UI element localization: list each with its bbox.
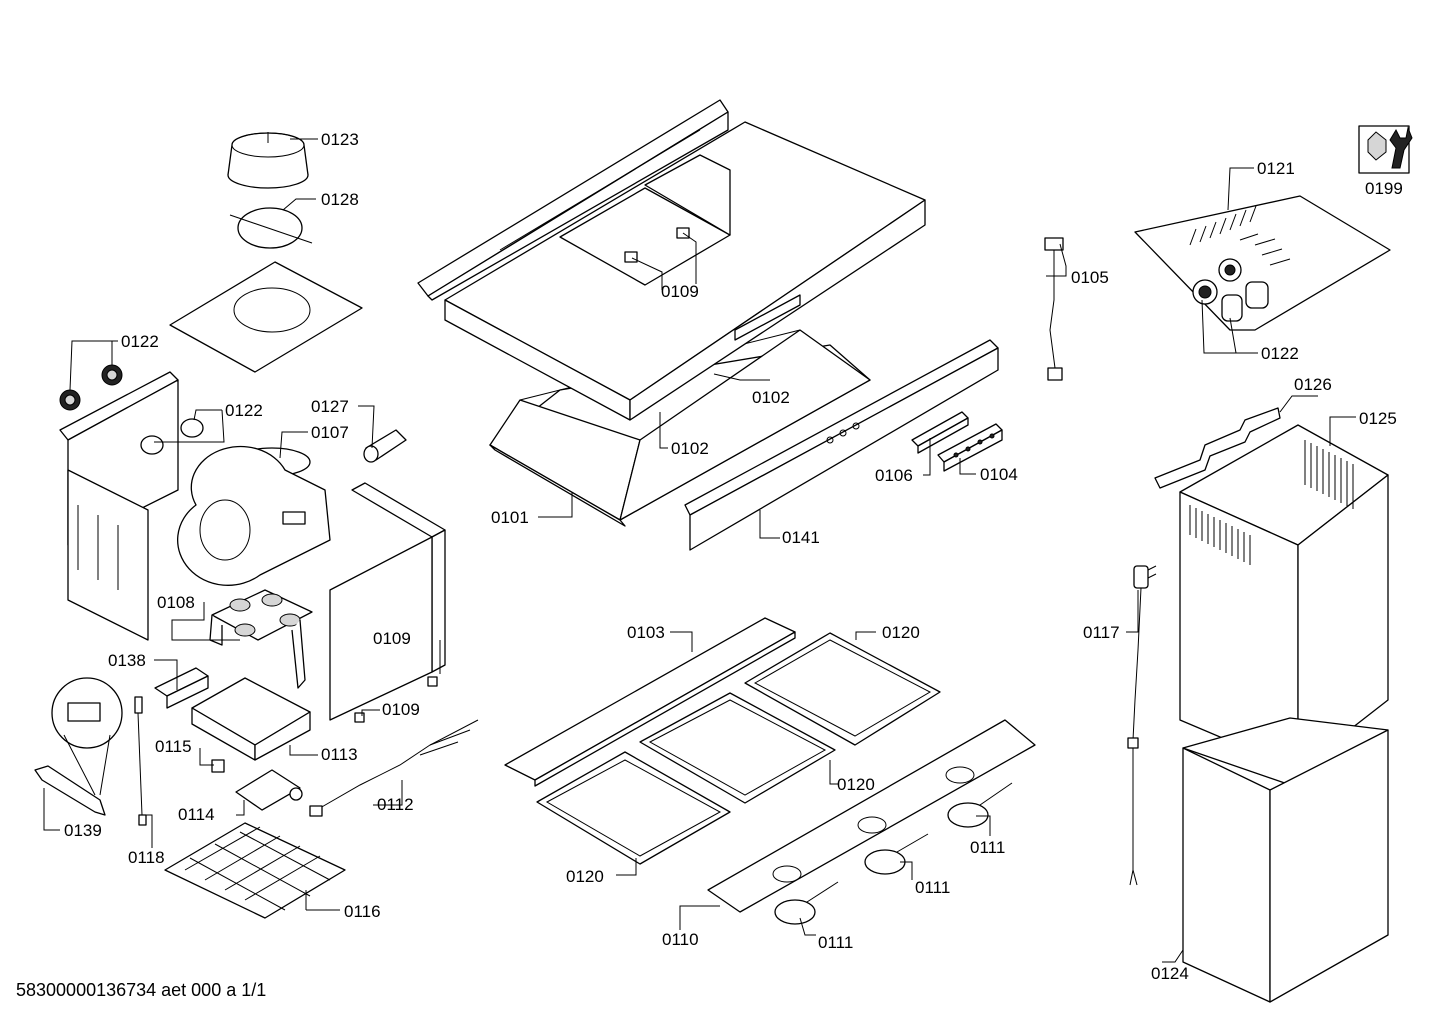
front-trim-0141 — [684, 339, 999, 551]
callout-0120: 0120 — [837, 775, 875, 794]
halogen-lamps-0111 — [774, 782, 1013, 925]
callout-0124: 0124 — [1151, 964, 1189, 983]
cable-0112 — [309, 719, 479, 817]
control-board-0114 — [235, 769, 303, 811]
switch-strips — [911, 411, 1003, 472]
callout-0107: 0107 — [311, 423, 349, 442]
callout-0141: 0141 — [782, 528, 820, 547]
callout-0122: 0122 — [121, 332, 159, 351]
callout-0114: 0114 — [178, 805, 215, 824]
callout-0103: 0103 — [627, 623, 665, 642]
callout-0111: 0111 — [970, 838, 1005, 857]
callout-0120: 0120 — [566, 867, 604, 886]
callout-0108: 0108 — [157, 593, 195, 612]
accessory-bag-0121 — [1134, 195, 1391, 331]
wire-harness-0105 — [1044, 237, 1064, 381]
power-cord-0117 — [1127, 565, 1157, 886]
callout-labels: 0123 0128 0122 0122 0127 0107 0108 0138 … — [64, 130, 1403, 983]
damper-flap-0128 — [229, 207, 313, 249]
chimney-bracket-0126 — [1154, 407, 1281, 489]
lower-chimney-0124 — [1182, 717, 1389, 1003]
knobs-0122 — [59, 364, 204, 455]
callout-0139: 0139 — [64, 821, 102, 840]
callout-0104: 0104 — [980, 465, 1018, 484]
callout-0109: 0109 — [373, 629, 411, 648]
callout-0121: 0121 — [1257, 159, 1295, 178]
callout-0102: 0102 — [752, 388, 790, 407]
callout-0106: 0106 — [875, 466, 913, 485]
callout-0126: 0126 — [1294, 375, 1332, 394]
top-plate — [169, 261, 363, 373]
callout-0125: 0125 — [1359, 409, 1397, 428]
callout-0117: 0117 — [1083, 623, 1120, 642]
capacitor-0127 — [363, 429, 407, 463]
upper-chimney-0125 — [1179, 424, 1389, 771]
callout-0116: 0116 — [344, 902, 381, 921]
callout-0199: 0199 — [1365, 179, 1403, 198]
switch-0115 — [211, 759, 225, 773]
callout-0102: 0102 — [671, 439, 709, 458]
wrench-nut-icon — [1358, 125, 1413, 174]
grease-filters-0120 — [536, 632, 941, 865]
callout-0109: 0109 — [382, 700, 420, 719]
cover-0138 — [154, 667, 209, 709]
connector-detail-0139 — [34, 677, 123, 816]
callout-0109: 0109 — [661, 282, 699, 301]
callout-0112: 0112 — [377, 795, 414, 814]
lamp-wire-0118 — [134, 696, 147, 826]
hood-top-casing — [444, 121, 926, 421]
document-footer: 58300000136734 aet 000 a 1/1 — [16, 980, 267, 1000]
callout-0118: 0118 — [128, 848, 165, 867]
fan-motor-0107 — [177, 445, 331, 586]
callout-0122: 0122 — [225, 401, 263, 420]
wall-rail — [417, 99, 729, 301]
filter-grid-0116 — [164, 822, 346, 919]
callout-0110: 0110 — [662, 930, 699, 949]
side-panel — [329, 482, 446, 723]
callout-0105: 0105 — [1071, 268, 1109, 287]
leader-lines — [43, 132, 1356, 963]
callout-0127: 0127 — [311, 397, 349, 416]
filter-rail-0103 — [504, 617, 796, 787]
duct-collar-0123 — [227, 132, 309, 189]
light-rail-0110 — [707, 719, 1036, 913]
electronics-box-0113 — [191, 677, 311, 761]
callout-0111: 0111 — [818, 933, 853, 952]
callout-0123: 0123 — [321, 130, 359, 149]
callout-0138: 0138 — [108, 651, 146, 670]
motor-bracket-0108 — [209, 589, 313, 689]
callout-0115: 0115 — [155, 737, 192, 756]
motor-housing-panel — [59, 371, 179, 641]
callout-0120: 0120 — [882, 623, 920, 642]
callout-0111: 0111 — [915, 878, 950, 897]
callout-0128: 0128 — [321, 190, 359, 209]
callout-0113: 0113 — [321, 745, 358, 764]
callout-0101: 0101 — [491, 508, 529, 527]
callout-0122: 0122 — [1261, 344, 1299, 363]
